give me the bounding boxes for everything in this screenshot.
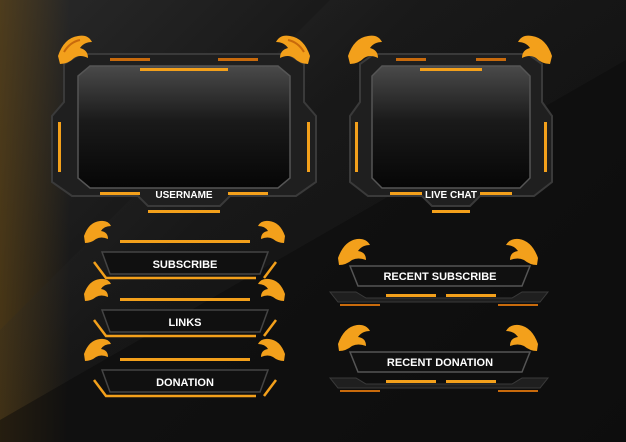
recent-donation-label: RECENT DONATION bbox=[387, 357, 493, 369]
donation-label: DONATION bbox=[156, 377, 214, 389]
webcam-label: USERNAME bbox=[155, 190, 213, 201]
links-button[interactable]: LINKS bbox=[80, 276, 290, 342]
chat-frame: LIVE CHAT bbox=[348, 35, 553, 213]
links-label: LINKS bbox=[169, 317, 202, 329]
dragon-icon bbox=[258, 338, 285, 361]
dragon-icon bbox=[348, 35, 382, 64]
recent-donation-alert: RECENT DONATION bbox=[328, 324, 550, 392]
dragon-icon bbox=[258, 278, 285, 301]
dragon-icon bbox=[84, 278, 111, 301]
donation-button[interactable]: DONATION bbox=[80, 336, 290, 406]
dragon-icon bbox=[84, 338, 111, 361]
subscribe-button[interactable]: SUBSCRIBE bbox=[80, 218, 290, 290]
recent-subscribe-label: RECENT SUBSCRIBE bbox=[383, 271, 496, 283]
dragon-icon bbox=[84, 220, 111, 243]
subscribe-label: SUBSCRIBE bbox=[153, 259, 218, 271]
dragon-icon bbox=[506, 238, 538, 265]
dragon-icon bbox=[58, 35, 92, 64]
dragon-icon bbox=[338, 238, 370, 265]
dragon-icon bbox=[506, 324, 538, 351]
dragon-icon bbox=[258, 220, 285, 243]
recent-subscribe-alert: RECENT SUBSCRIBE bbox=[328, 238, 550, 306]
webcam-frame: USERNAME bbox=[51, 35, 317, 213]
dragon-icon bbox=[338, 324, 370, 351]
dragon-icon bbox=[276, 35, 310, 64]
dragon-icon bbox=[518, 35, 552, 64]
chat-label: LIVE CHAT bbox=[425, 190, 477, 201]
